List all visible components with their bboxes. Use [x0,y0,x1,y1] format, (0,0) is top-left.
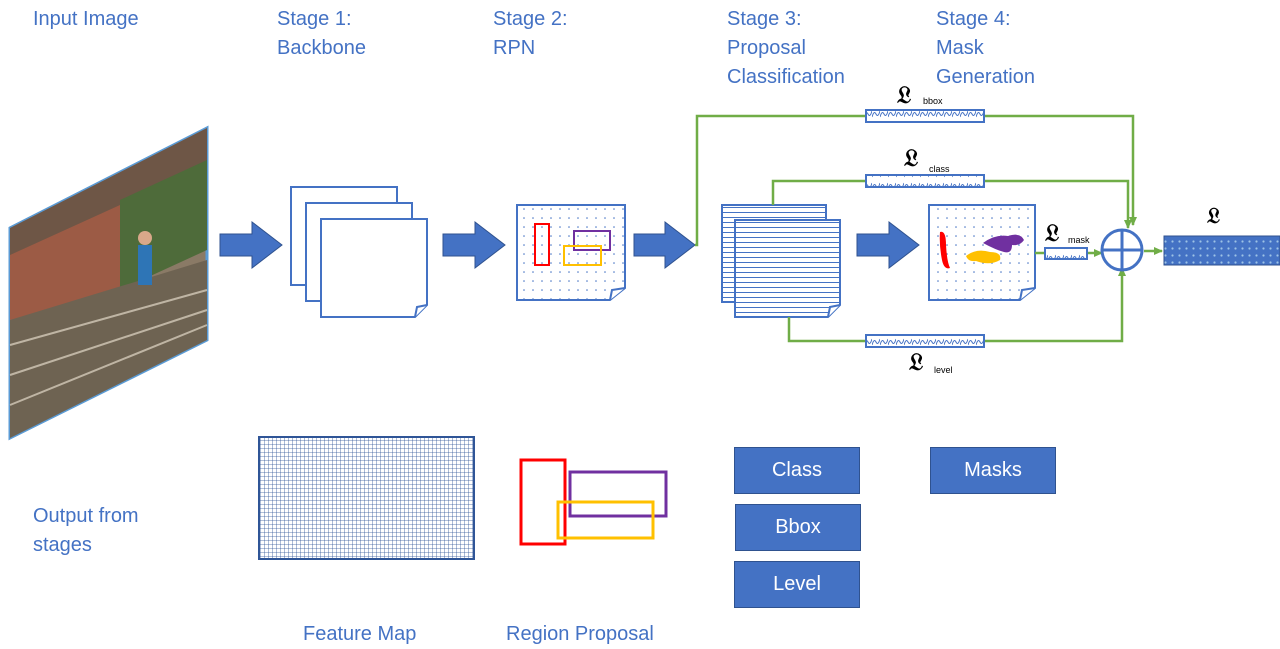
arrow-classification-to-mask [856,220,920,270]
rpn-page [516,204,626,301]
region-proposal-boxes [519,458,668,546]
class-output-box: Class [734,447,860,494]
level-loss-symbol: 𝔏 [909,347,924,376]
bbox-loss-subscript: bbox [923,96,943,106]
input-image [8,125,209,441]
region-proposal-label: Region Proposal [506,623,654,645]
classification-stack [721,204,841,318]
total-loss-symbol: 𝔏 [1207,203,1220,229]
masks-output-box: Masks [930,447,1056,494]
level-loss-subscript: level [934,365,953,375]
stage4-label: Stage 4: Mask Generation [936,8,1035,88]
bbox-loss-symbol: 𝔏 [897,80,912,109]
total-loss-bar [1163,235,1280,266]
loss-connectors [695,114,1163,343]
level-output-box: Level [734,561,860,608]
sum-operator-icon [1100,228,1144,272]
mask-loss-subscript: mask [1068,235,1090,245]
arrow-rpn-to-classification [633,220,696,270]
feature-map-grid [258,436,475,560]
backbone-feature-stack [290,186,428,318]
feature-map-label: Feature Map [303,623,417,645]
input-image-label: Input Image [33,8,139,30]
class-loss-symbol: 𝔏 [904,143,919,172]
arrow-backbone-to-rpn [442,220,506,270]
mask-loss-symbol: 𝔏 [1045,218,1060,247]
mask-page [928,204,1036,301]
class-loss-subscript: class [929,164,950,174]
stage1-label: Stage 1: Backbone [277,8,366,59]
arrow-input-to-backbone [219,220,283,270]
stage3-label: Stage 3: Proposal Classification [727,8,845,88]
bbox-output-box: Bbox [735,504,861,551]
output-from-stages-label: Output from stages [33,505,139,556]
stage2-label: Stage 2: RPN [493,8,568,59]
